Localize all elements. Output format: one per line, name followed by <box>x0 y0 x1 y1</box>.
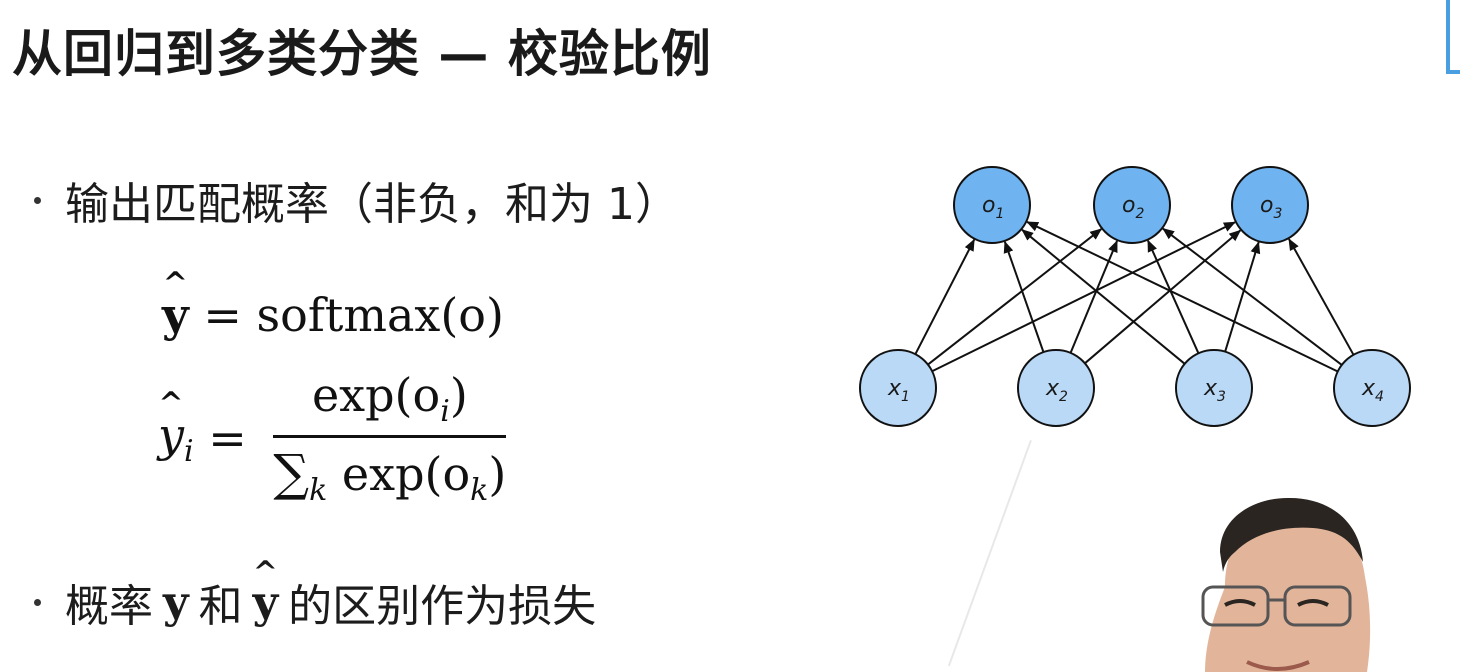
input-node-x1: x1 <box>859 349 937 427</box>
y-hat-symbol: y <box>253 577 279 628</box>
edge-x3-o1 <box>1021 229 1186 365</box>
fraction-bar <box>273 435 507 439</box>
bullet-dot-icon <box>34 196 41 204</box>
equals-sign: = <box>208 411 247 466</box>
edge-x1-o2 <box>927 228 1103 366</box>
fraction-numerator: exp(oi) <box>311 368 468 430</box>
input-node-x2: x2 <box>1017 349 1095 427</box>
corner-bracket-icon <box>1446 0 1460 74</box>
edge-x1-o1 <box>914 238 976 355</box>
divider-line <box>947 440 1032 667</box>
y-hat-symbol: y <box>162 288 189 342</box>
bullet-text-prefix: 概率 <box>65 581 153 632</box>
edge-x4-o2 <box>1162 227 1343 366</box>
edge-x3-o2 <box>1147 239 1200 354</box>
bullet-text: 输出匹配概率（非负，和为 1） <box>65 179 679 230</box>
softmax-rhs: = softmax(o) <box>203 288 504 342</box>
input-node-x3: x3 <box>1175 349 1253 427</box>
network-nodes: o1 o2 o3 x1 x2 x3 x4 <box>859 166 1411 427</box>
bullet-loss: 概率 y 和 y 的区别作为损失 <box>34 570 596 634</box>
edge-x2-o1 <box>1003 240 1045 353</box>
output-node-o1: o1 <box>953 166 1031 244</box>
edge-x2-o3 <box>1084 229 1242 365</box>
output-node-o3: o3 <box>1231 166 1309 244</box>
input-node-x4: x4 <box>1333 349 1411 427</box>
output-node-o2: o2 <box>1093 166 1171 244</box>
fraction: exp(oi) ∑k exp(ok) <box>273 368 507 509</box>
bullet-text-suffix: 的区别作为损失 <box>288 581 597 632</box>
edge-x1-o3 <box>931 221 1236 373</box>
edge-x3-o3 <box>1224 241 1261 352</box>
bullet-text-mid: 和 <box>198 581 243 632</box>
softmax-network-diagram: o1 o2 o3 x1 x2 x3 x4 <box>859 166 1411 427</box>
bullet-output-probability: 输出匹配概率（非负，和为 1） <box>34 168 679 232</box>
y-symbol: y <box>163 576 189 628</box>
y-hat-i: yi <box>158 408 194 469</box>
bullet-dot-icon <box>34 598 41 606</box>
softmax-component-formula: yi = exp(oi) ∑k exp(ok) <box>158 368 507 509</box>
softmax-formula: y = softmax(o) <box>162 288 504 342</box>
edge-x4-o3 <box>1288 238 1355 356</box>
network-edges <box>914 221 1355 373</box>
presenter-webcam-image <box>1201 497 1371 672</box>
edge-x2-o2 <box>1069 240 1118 354</box>
slide-title: 从回归到多类分类 — 校验比例 <box>12 25 712 83</box>
edge-x4-o1 <box>1026 221 1339 373</box>
fraction-denominator: ∑k exp(ok) <box>273 444 507 509</box>
